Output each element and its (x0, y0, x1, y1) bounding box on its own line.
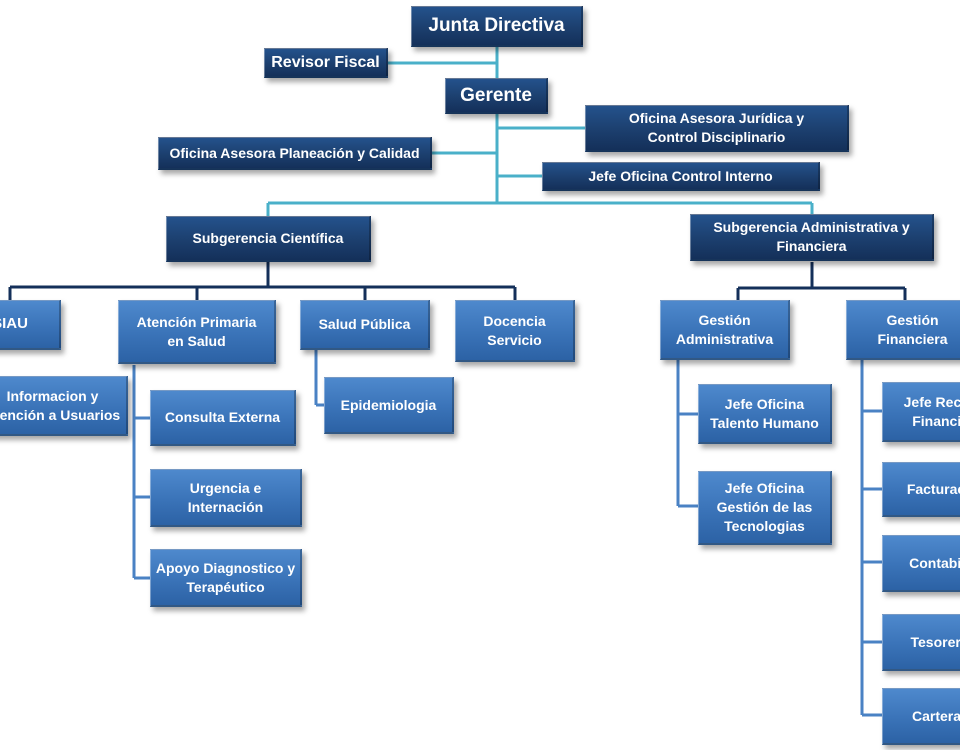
gerente-box: Gerente (445, 78, 548, 114)
revisor-fiscal-box: Revisor Fiscal (264, 48, 388, 78)
epidemiologia-box: Epidemiologia (324, 377, 454, 434)
control-interno-box: Jefe Oficina Control Interno (542, 162, 820, 191)
tesoreria-box: Tesorería (882, 614, 960, 671)
siau-box: SIAU (0, 300, 61, 350)
facturacion-box: Facturación (882, 462, 960, 517)
informacion-usuarios-box: Informacion y Atención a Usuarios (0, 376, 128, 436)
consulta-externa-box: Consulta Externa (150, 390, 296, 446)
top-connectors (266, 46, 814, 216)
lower-connectors (8, 262, 907, 300)
salud-publica-box: Salud Pública (300, 300, 430, 350)
junta-directiva-box: Junta Directiva (411, 6, 583, 47)
recursos-financieros-box: Jefe Recursos Financieros (882, 382, 960, 442)
gestion-financiera-box: Gestión Financiera (846, 300, 960, 360)
cartera-box: Cartera (882, 688, 960, 745)
urgencia-box: Urgencia e Internación (150, 469, 302, 527)
oficina-planeacion-box: Oficina Asesora Planeación y Calidad (158, 137, 432, 170)
atencion-primaria-box: Atención Primaria en Salud (118, 300, 276, 364)
apoyo-diagnostico-box: Apoyo Diagnostico y Terapéutico (150, 549, 302, 607)
docencia-servicio-box: Docencia Servicio (455, 300, 575, 362)
gestion-tecnologias-box: Jefe Oficina Gestión de las Tecnologias (698, 471, 832, 545)
talento-humano-box: Jefe Oficina Talento Humano (698, 384, 832, 444)
subgerencia-cientifica-box: Subgerencia Científica (166, 216, 371, 262)
gestion-administrativa-box: Gestión Administrativa (660, 300, 790, 360)
subgerencia-administrativa-box: Subgerencia Administrativa y Financiera (690, 214, 934, 261)
sub-connectors (132, 350, 882, 717)
oficina-juridica-box: Oficina Asesora Jurídica y Control Disci… (585, 105, 849, 152)
contabilidad-box: Contabilidad (882, 535, 960, 592)
